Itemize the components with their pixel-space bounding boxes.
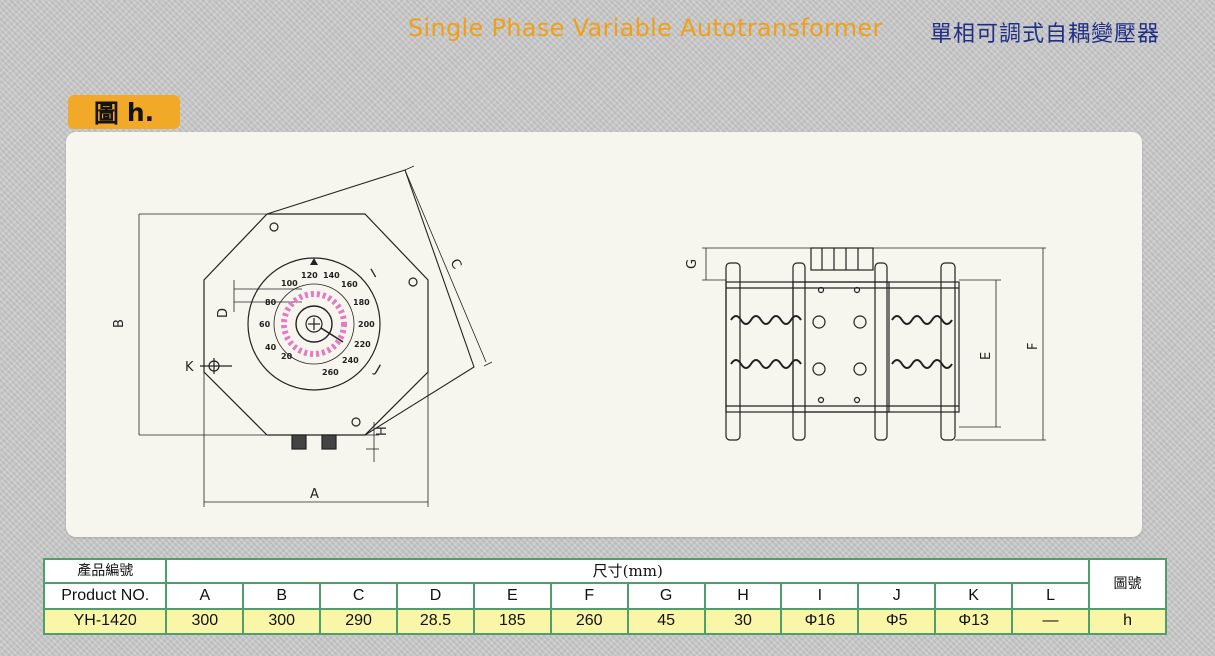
- cell-j: Φ5: [859, 609, 935, 633]
- cell-k: Φ13: [936, 609, 1012, 633]
- cell-g: 45: [628, 609, 704, 633]
- cell-f: 260: [551, 609, 627, 633]
- dial-tick-180: 180: [353, 298, 370, 307]
- dial-tick-260: 260: [322, 368, 339, 377]
- column-header-e: E: [474, 584, 550, 608]
- dial-tick-80: 80: [265, 298, 277, 307]
- dial-tick-220: 220: [354, 340, 371, 349]
- dial-scale: [281, 291, 347, 357]
- dial-tick-240: 240: [342, 356, 359, 365]
- cell-i: Φ16: [782, 609, 858, 633]
- dimension-label: 尺寸(mm): [167, 560, 1089, 583]
- product-label-zh: 產品編號: [45, 560, 166, 583]
- cell-l: —: [1013, 609, 1089, 633]
- cell-a: 300: [167, 609, 243, 633]
- column-header-a: A: [167, 584, 243, 608]
- dial-zero-marker: [310, 258, 318, 265]
- cell-e: 185: [474, 609, 550, 633]
- dial-tick-40: 40: [265, 343, 277, 352]
- technical-drawing: 20 40 60 80 100 120 140 160 180 200 220 …: [112, 165, 1046, 507]
- dim-label-c: C: [447, 257, 465, 272]
- dial-tick-120: 120: [301, 271, 318, 280]
- column-header-g: G: [628, 584, 704, 608]
- cell-d: 28.5: [398, 609, 473, 633]
- column-header-c: C: [321, 584, 397, 608]
- figure-tag-letter: h.: [126, 97, 155, 127]
- column-header-b: B: [244, 584, 320, 608]
- drawing-panel: 20 40 60 80 100 120 140 160 180 200 220 …: [66, 132, 1142, 537]
- dim-label-d: D: [216, 308, 231, 318]
- column-header-l: L: [1013, 584, 1089, 608]
- table-header-row: 產品編號 尺寸(mm) 圖號: [45, 560, 1165, 608]
- dial-tick-100: 100: [281, 279, 298, 288]
- table-column-row: Product NO. A B C D E F G H I J K L: [45, 584, 1165, 608]
- column-header-h: H: [705, 584, 781, 608]
- cell-figure: h: [1090, 609, 1165, 633]
- cell-b: 300: [244, 609, 320, 633]
- column-header-j: J: [859, 584, 935, 608]
- dim-label-e: E: [979, 352, 994, 360]
- dial-tick-60: 60: [259, 320, 271, 329]
- table-row: YH-1420 300 300 290 28.5 185 260 45 30 Φ…: [45, 609, 1165, 633]
- dim-label-b: B: [112, 319, 127, 328]
- terminal-block: [810, 247, 874, 271]
- dial-tick-140: 140: [323, 271, 340, 280]
- dial-tick-160: 160: [341, 280, 358, 289]
- cell-c: 290: [321, 609, 397, 633]
- dim-label-j: J: [371, 362, 383, 377]
- dial-tick-200: 200: [358, 320, 375, 329]
- dim-label-f: F: [1026, 343, 1041, 350]
- column-header-d: D: [398, 584, 473, 608]
- cell-h: 30: [705, 609, 781, 633]
- dim-label-k: K: [185, 360, 194, 375]
- product-label-en: Product NO.: [45, 584, 166, 608]
- header-title-chinese: 單相可調式自耦變壓器: [930, 22, 1161, 47]
- column-header-f: F: [551, 584, 627, 608]
- dim-label-g: G: [685, 259, 700, 269]
- side-body-outline: [725, 281, 960, 413]
- figure-label: 圖號: [1090, 560, 1165, 608]
- cell-model: YH-1420: [45, 609, 166, 633]
- dim-label-i: I: [369, 267, 380, 282]
- dial-tick-20: 20: [281, 352, 293, 361]
- specification-table: 產品編號 尺寸(mm) 圖號 Product NO. A B C D E F G…: [43, 558, 1167, 635]
- dim-label-h: H: [375, 426, 390, 436]
- dim-label-a: A: [310, 487, 319, 502]
- header-title-english: Single Phase Variable Autotransformer: [408, 14, 883, 42]
- figure-tag-char: 圖: [93, 99, 119, 128]
- figure-tag: 圖 h.: [68, 95, 180, 129]
- column-header-i: I: [782, 584, 858, 608]
- column-header-k: K: [936, 584, 1012, 608]
